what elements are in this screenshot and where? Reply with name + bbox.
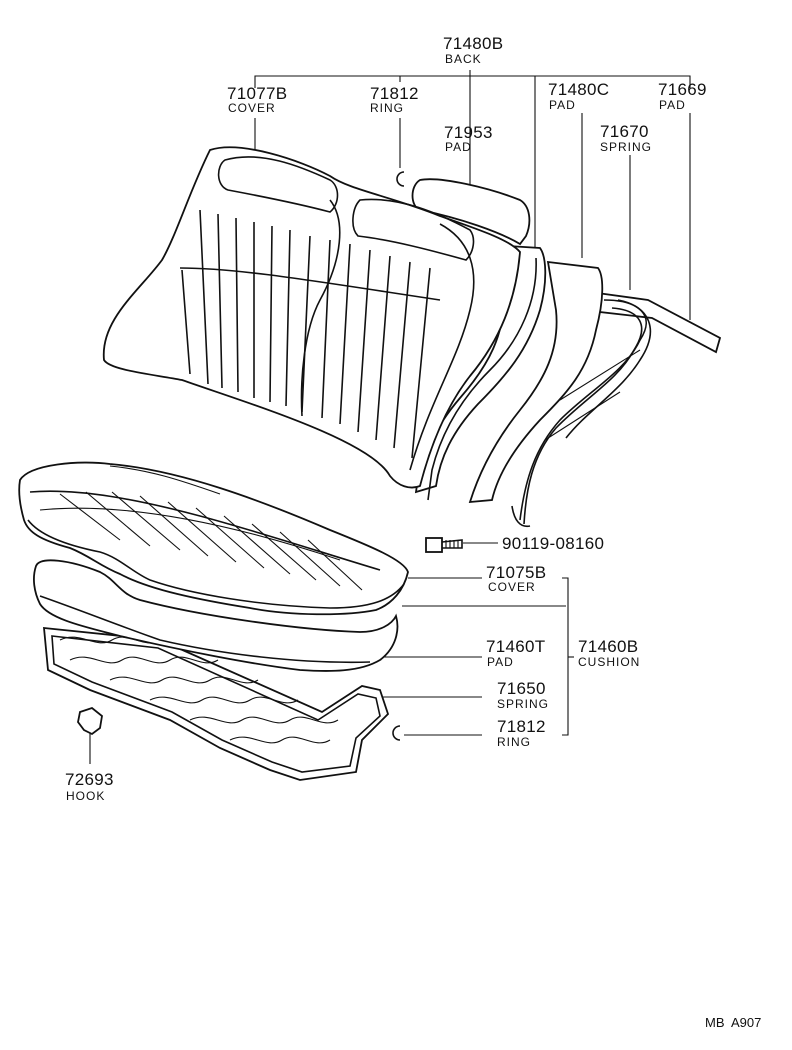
back-ring-icon <box>396 171 405 187</box>
callout-cushion-name: CUSHION <box>578 655 641 669</box>
callout-cushion-ring-part: 71812 <box>497 717 546 736</box>
callout-back-pad-r-name: PAD <box>659 98 686 112</box>
callout-cushion-cover-part: 71075B <box>486 563 547 582</box>
leader-lines <box>89 70 691 764</box>
callout-cushion-part: 71460B <box>578 637 639 656</box>
back-rear-pad <box>468 260 604 504</box>
callout-back-spring-name: SPRING <box>600 140 653 154</box>
callout-back-spring-part: 71670 <box>600 122 649 141</box>
callout-back-pad-r-part: 71669 <box>658 80 707 99</box>
callout-cushion-cover-name: COVER <box>488 580 536 594</box>
callout-back-name: BACK <box>445 52 482 66</box>
callout-back-pad-top-name: PAD <box>445 140 472 154</box>
back-cover <box>102 146 521 489</box>
callout-back-pad-c-part: 71480C <box>548 80 610 99</box>
callout-cushion-spring-part: 71650 <box>497 679 546 698</box>
callout-cushion-ring-name: RING <box>497 735 531 749</box>
callout-back-cover-part: 71077B <box>227 84 288 103</box>
callout-cushion-pad-part: 71460T <box>486 637 546 656</box>
back-middle-pad <box>414 245 547 494</box>
cushion-spring-frame <box>42 626 390 781</box>
callout-hook-name: HOOK <box>66 789 106 803</box>
cushion-cover <box>18 461 409 616</box>
hook-icon <box>77 706 103 736</box>
callout-back-ring-part: 71812 <box>370 84 419 103</box>
callout-bolt-part: 90119-08160 <box>502 534 605 553</box>
cushion-pad <box>33 559 399 672</box>
callout-hook-part: 72693 <box>65 770 114 789</box>
back-frame <box>511 290 722 528</box>
cushion-ring-icon <box>392 725 401 741</box>
bolt-icon <box>425 537 463 553</box>
callout-cushion-pad-name: PAD <box>487 655 514 669</box>
callout-back-ring-name: RING <box>370 101 404 115</box>
callout-back-pad-top-part: 71953 <box>444 123 493 142</box>
callout-back-pad-c-name: PAD <box>549 98 576 112</box>
callout-back-cover-name: COVER <box>228 101 276 115</box>
drawing-code: MB A907 <box>705 1015 762 1030</box>
callout-cushion-spring-name: SPRING <box>497 697 550 711</box>
callout-back-part: 71480B <box>443 34 504 53</box>
